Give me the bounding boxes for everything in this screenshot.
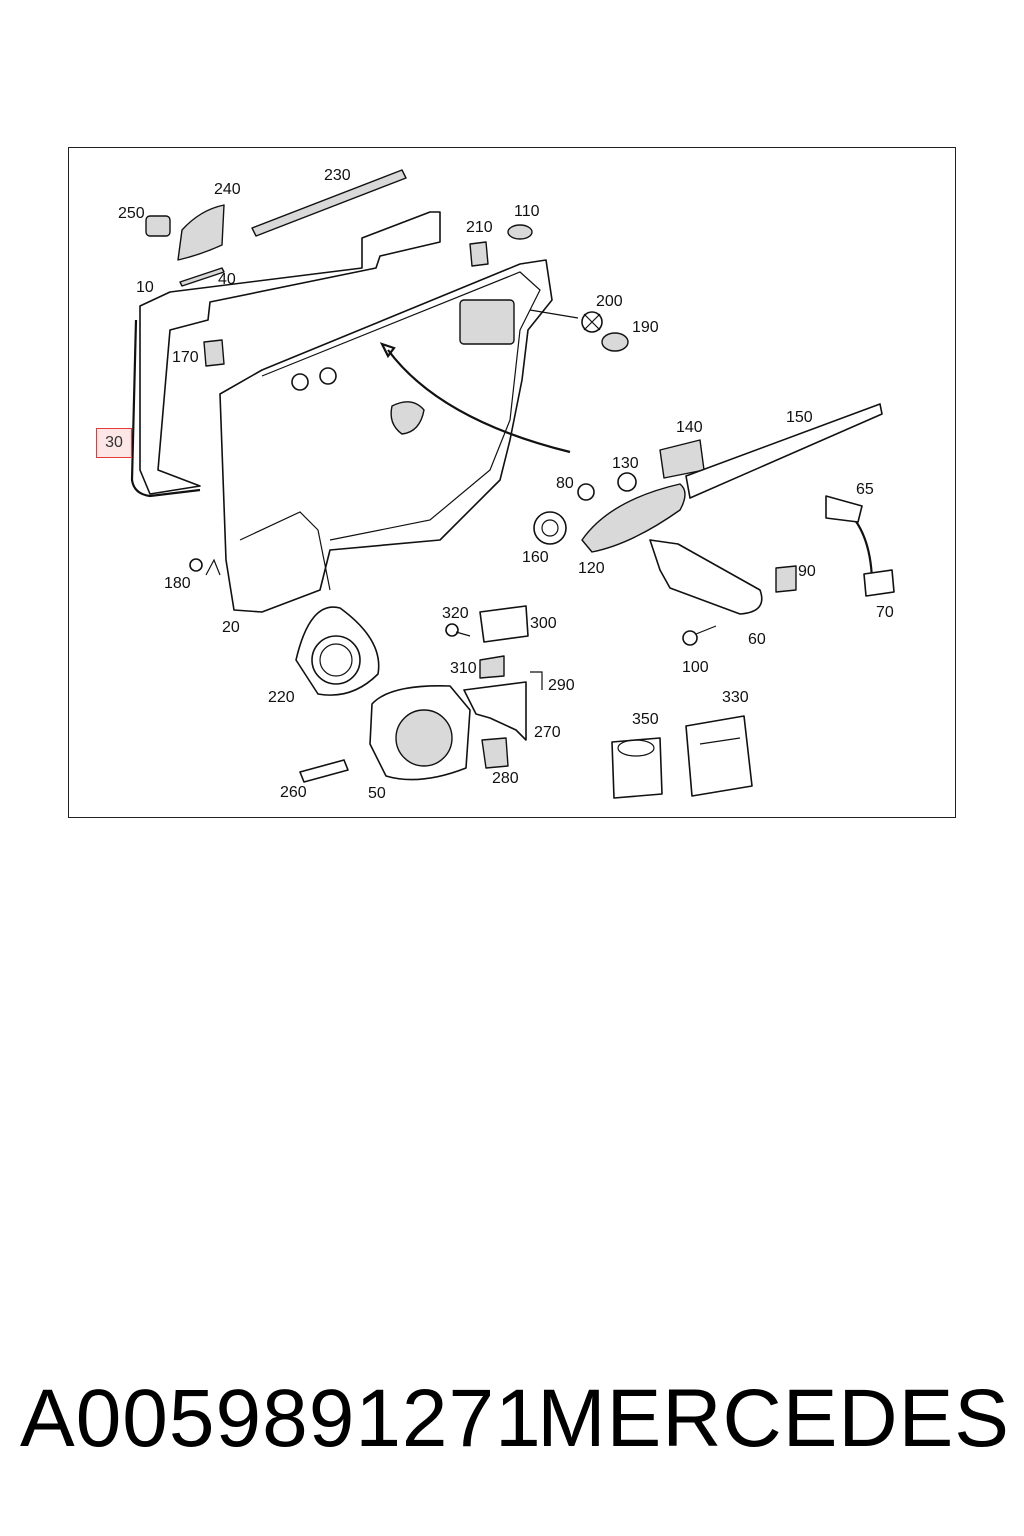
ashtray-330 [685, 715, 753, 797]
label-40: 40 [218, 271, 236, 288]
label-260: 260 [280, 784, 307, 801]
label-230: 230 [324, 167, 351, 184]
triangle-cover-240 [177, 204, 225, 261]
moisture-film-10 [139, 211, 441, 495]
grommet-110 [507, 224, 533, 240]
label-240: 240 [214, 181, 241, 198]
strip-40 [179, 267, 225, 287]
clip-90 [775, 565, 797, 593]
label-200: 200 [596, 293, 623, 310]
label-350: 350 [632, 711, 659, 728]
label-60: 60 [748, 631, 766, 648]
badge-260 [299, 759, 349, 783]
diagram-frame [68, 147, 956, 818]
label-110: 110 [514, 203, 540, 220]
label-100: 100 [682, 659, 709, 676]
clip-80 [577, 483, 595, 501]
label-310: 310 [450, 660, 477, 677]
label-10: 10 [136, 279, 154, 296]
label-330: 330 [722, 689, 749, 706]
handle-bezel-120 [581, 483, 686, 553]
clip-290 [530, 671, 543, 690]
label-290: 290 [548, 677, 575, 694]
door-panel-20 [219, 259, 553, 613]
cup-holder-350 [611, 737, 663, 799]
seal-30 [130, 319, 201, 498]
brand-name: MERCEDES [537, 1373, 1010, 1464]
pocket-270 [463, 681, 527, 741]
clip-130 [617, 472, 637, 492]
label-65: 65 [856, 481, 874, 498]
label-190: 190 [632, 319, 659, 336]
clip-310 [479, 655, 505, 679]
label-220: 220 [268, 689, 295, 706]
box-300 [479, 605, 529, 643]
label-150: 150 [786, 409, 813, 426]
highlight-box [96, 428, 132, 458]
label-90: 90 [798, 563, 816, 580]
armrest-trim-150 [685, 403, 883, 499]
srs-badge-190 [601, 332, 629, 352]
label-210: 210 [466, 219, 493, 236]
label-70: 70 [876, 604, 894, 621]
label-320: 320 [442, 605, 469, 622]
screw-320 [445, 623, 459, 637]
screw-100 [682, 630, 698, 646]
label-280: 280 [492, 770, 519, 787]
screw-180 [189, 558, 203, 572]
label-50: 50 [368, 785, 386, 802]
grip-60 [649, 539, 763, 615]
label-130: 130 [612, 455, 639, 472]
window-strip-230 [251, 169, 407, 237]
clip-250 [145, 215, 171, 237]
leader-line [387, 349, 571, 454]
label-270: 270 [534, 724, 561, 741]
clip-170 [203, 339, 225, 367]
label-120: 120 [578, 560, 605, 577]
label-250: 250 [118, 205, 145, 222]
plate-280 [481, 737, 509, 769]
label-80: 80 [556, 475, 574, 492]
label-160: 160 [522, 549, 549, 566]
label-170: 170 [172, 349, 199, 366]
footer: A0059891271 MERCEDES [20, 1372, 1010, 1464]
bracket-210 [469, 241, 489, 267]
label-20: 20 [222, 619, 240, 636]
ring-160 [533, 511, 567, 545]
label-180: 180 [164, 575, 191, 592]
highlighted-part-label: 30 [105, 434, 123, 451]
part-number: A0059891271 [20, 1373, 542, 1464]
label-140: 140 [676, 419, 703, 436]
label-300: 300 [530, 615, 557, 632]
